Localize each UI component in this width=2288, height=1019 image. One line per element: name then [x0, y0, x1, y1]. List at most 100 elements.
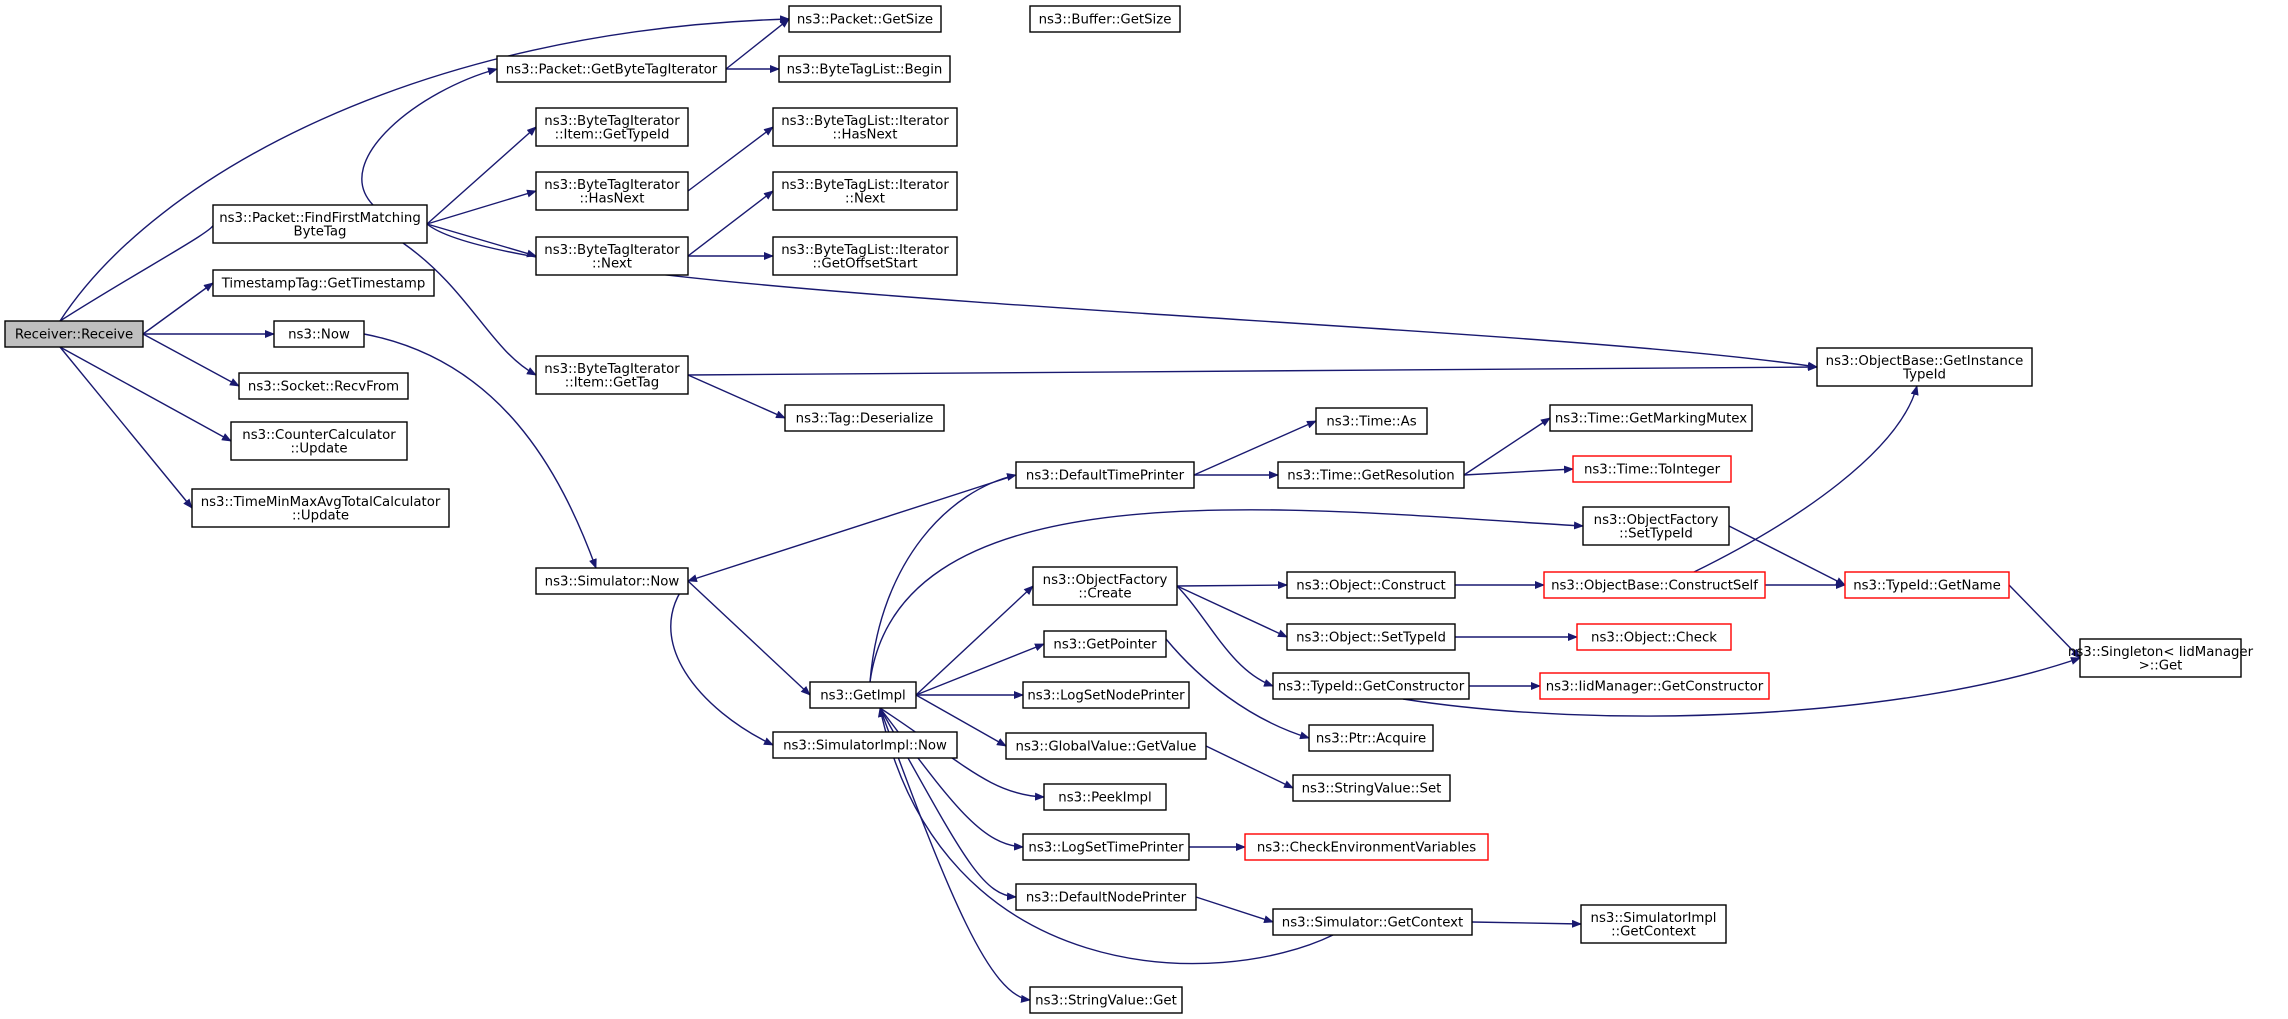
graph-node-n41[interactable]: ns3::SimulatorImpl::Now	[772, 731, 958, 759]
call-edge-n0-n24	[59, 346, 193, 509]
call-edge-n33-n39	[1165, 638, 1310, 740]
graph-node-n39[interactable]: ns3::Ptr::Acquire	[1308, 724, 1434, 752]
graph-node-n21[interactable]: ns3::DefaultTimePrinter	[1015, 461, 1195, 489]
call-edge-n8-n7	[426, 189, 537, 225]
node-box	[788, 5, 942, 33]
graph-node-n13[interactable]: ns3::Now	[273, 320, 365, 348]
graph-node-n38[interactable]: ns3::LogSetNodePrinter	[1022, 681, 1190, 709]
graph-node-n37[interactable]: ns3::GetImpl	[809, 681, 917, 709]
graph-node-n12[interactable]: TimestampTag::GetTimestamp	[212, 269, 435, 297]
call-edge-n26-n41	[670, 580, 774, 746]
call-edge-n37-n43	[879, 707, 1045, 801]
graph-node-n27[interactable]: ns3::ObjectFactory::Create	[1032, 566, 1178, 606]
node-box	[535, 171, 689, 211]
node-label: ns3::ByteTagIterator	[544, 114, 680, 129]
graph-node-n44[interactable]: ns3::LogSetTimePrinter	[1022, 833, 1190, 861]
call-edge-n35-n34	[1402, 657, 2081, 717]
node-label: ns3::IidManager::GetConstructor	[1546, 680, 1764, 695]
graph-node-n29[interactable]: ns3::ObjectBase::ConstructSelf	[1543, 571, 1766, 599]
graph-node-n49[interactable]: ns3::StringValue::Get	[1029, 986, 1183, 1014]
node-label: ns3::Time::GetMarkingMutex	[1555, 412, 1747, 427]
graph-node-n42[interactable]: ns3::StringValue::Set	[1292, 774, 1451, 802]
node-box	[1043, 783, 1167, 811]
node-label: ::GetContext	[1611, 924, 1696, 939]
graph-node-n48[interactable]: ns3::SimulatorImpl::GetContext	[1580, 904, 1727, 944]
graph-node-n20[interactable]: ns3::CounterCalculator::Update	[230, 421, 408, 461]
node-label: ns3::ObjectBase::ConstructSelf	[1551, 579, 1758, 594]
graph-node-n4[interactable]: ns3::ByteTagList::Begin	[778, 55, 951, 83]
graph-node-n22[interactable]: ns3::Time::GetResolution	[1277, 461, 1465, 489]
call-edge-n37-n33	[915, 643, 1045, 696]
node-label: ::Item::GetTypeId	[555, 127, 670, 142]
call-edge-n37-n49	[879, 707, 1031, 1003]
call-edge-n30-n34	[2008, 584, 2081, 659]
node-label: ns3::ByteTagIterator	[544, 178, 680, 193]
node-label: ns3::CounterCalculator	[242, 428, 396, 443]
call-edge-n25-n30	[1728, 525, 1846, 586]
node-label: ns3::GetImpl	[820, 689, 905, 704]
node-label: ns3::Time::GetResolution	[1287, 469, 1454, 484]
graph-node-n28[interactable]: ns3::Object::Construct	[1286, 571, 1456, 599]
node-box	[1572, 455, 1732, 483]
graph-node-n33[interactable]: ns3::GetPointer	[1043, 630, 1167, 658]
node-label: ::Next	[845, 191, 885, 206]
node-label: ::GetOffsetStart	[812, 256, 917, 271]
node-label: ns3::StringValue::Set	[1302, 782, 1442, 797]
node-box	[1272, 672, 1470, 700]
node-box	[772, 171, 958, 211]
graph-node-n45[interactable]: ns3::CheckEnvironmentVariables	[1244, 833, 1489, 861]
node-label: ns3::PeekImpl	[1058, 791, 1151, 806]
graph-node-n24[interactable]: ns3::TimeMinMaxAvgTotalCalculator::Updat…	[191, 488, 450, 528]
graph-node-n2[interactable]: ns3::Buffer::GetSize	[1029, 5, 1181, 33]
graph-node-n10[interactable]: ns3::ByteTagIterator::Next	[535, 236, 689, 276]
graph-node-n30[interactable]: ns3::TypeId::GetName	[1844, 571, 2010, 599]
node-box	[1549, 404, 1753, 432]
node-box	[784, 404, 945, 432]
node-box	[238, 372, 409, 400]
graph-node-n15[interactable]: ns3::ByteTagIterator::Item::GetTag	[535, 355, 689, 395]
graph-node-n5[interactable]: ns3::ByteTagIterator::Item::GetTypeId	[535, 107, 689, 147]
node-label: ns3::Packet::GetSize	[797, 13, 933, 28]
graph-node-n1[interactable]: ns3::Packet::GetSize	[788, 5, 942, 33]
node-box	[2079, 638, 2242, 678]
graph-node-n26[interactable]: ns3::Simulator::Now	[535, 567, 689, 595]
node-box	[1029, 986, 1183, 1014]
call-edge-n8-n15	[402, 242, 537, 376]
graph-node-n36[interactable]: ns3::IidManager::GetConstructor	[1539, 672, 1770, 700]
graph-node-n9[interactable]: ns3::ByteTagList::Iterator::Next	[772, 171, 958, 211]
graph-node-n43[interactable]: ns3::PeekImpl	[1043, 783, 1167, 811]
node-box	[1244, 833, 1489, 861]
graph-node-n40[interactable]: ns3::GlobalValue::GetValue	[1005, 732, 1207, 760]
graph-node-n19[interactable]: ns3::Time::GetMarkingMutex	[1549, 404, 1753, 432]
graph-node-n3[interactable]: ns3::Packet::GetByteTagIterator	[496, 55, 727, 83]
node-label: ns3::ByteTagIterator	[544, 362, 680, 377]
graph-node-n0[interactable]: Receiver::Receive	[4, 320, 144, 348]
graph-node-n32[interactable]: ns3::Object::Check	[1576, 623, 1732, 651]
graph-node-n31[interactable]: ns3::Object::SetTypeId	[1286, 623, 1456, 651]
graph-node-n7[interactable]: ns3::ByteTagIterator::HasNext	[535, 171, 689, 211]
node-label: ns3::DefaultNodePrinter	[1026, 891, 1187, 906]
call-edge-n15-n17	[687, 374, 786, 419]
call-edge-n26-n37	[687, 580, 811, 696]
node-box	[1315, 407, 1428, 435]
call-edge-n21-n18	[1193, 420, 1317, 476]
graph-node-n34[interactable]: ns3::Singleton< IidManager >::Get	[2068, 638, 2254, 678]
call-edge-n27-n31	[1176, 585, 1288, 638]
graph-node-n18[interactable]: ns3::Time::As	[1315, 407, 1428, 435]
node-label: ::Create	[1078, 586, 1131, 601]
graph-node-n46[interactable]: ns3::DefaultNodePrinter	[1015, 883, 1197, 911]
node-label: ns3::ByteTagList::Begin	[787, 63, 943, 78]
graph-node-n47[interactable]: ns3::Simulator::GetContext	[1272, 908, 1473, 936]
graph-node-n11[interactable]: ns3::ByteTagList::Iterator::GetOffsetSta…	[772, 236, 958, 276]
graph-node-n35[interactable]: ns3::TypeId::GetConstructor	[1272, 672, 1470, 700]
call-edge-n22-n19	[1463, 417, 1551, 476]
graph-node-n23[interactable]: ns3::Time::ToInteger	[1572, 455, 1732, 483]
node-label: ns3::StringValue::Get	[1035, 994, 1177, 1009]
graph-node-n25[interactable]: ns3::ObjectFactory::SetTypeId	[1582, 506, 1730, 546]
graph-node-n6[interactable]: ns3::ByteTagList::Iterator::HasNext	[772, 107, 958, 147]
node-label: TypeId	[1902, 367, 1946, 382]
graph-node-n16[interactable]: ns3::Socket::RecvFrom	[238, 372, 409, 400]
graph-node-n17[interactable]: ns3::Tag::Deserialize	[784, 404, 945, 432]
